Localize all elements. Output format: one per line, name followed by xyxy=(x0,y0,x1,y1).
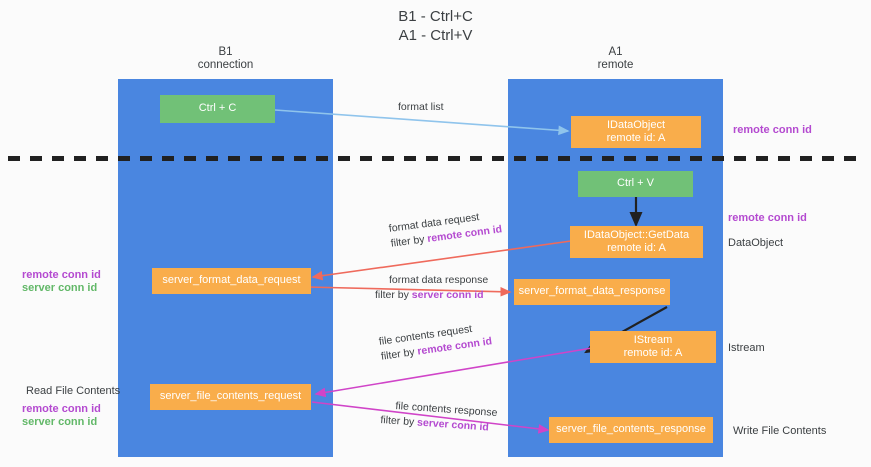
edge-label-format-list: format list xyxy=(398,100,444,115)
node-server-format-data-request-label: server_format_data_request xyxy=(162,274,301,287)
edge-label-file-contents-request: file contents request filter by remote c… xyxy=(378,319,493,364)
section-divider xyxy=(8,156,863,161)
node-getdata-line2: remote id: A xyxy=(607,242,666,254)
edge-label-format-data-response: format data response filter by server co… xyxy=(375,273,488,303)
node-server-format-data-request[interactable]: server_format_data_request xyxy=(152,268,311,294)
node-istream-line2: remote id: A xyxy=(623,347,683,359)
edge-label-format-data-response-line1: format data response xyxy=(389,274,489,286)
node-server-format-data-response[interactable]: server_format_data_response xyxy=(514,279,670,305)
annotation-right-dataobject: DataObject xyxy=(728,237,784,249)
node-idataobject-top[interactable]: IDataObject remote id: A xyxy=(571,116,701,148)
annotation-left-bottom-server-conn-id: server conn id xyxy=(22,416,98,428)
filter-prefix: filter by xyxy=(390,233,429,250)
node-getdata-line1: IDataObject::GetData xyxy=(583,228,690,241)
column-header-b1-title: B1 xyxy=(218,46,233,58)
annotation-left-bottom-remote-conn-id: remote conn id xyxy=(22,403,101,415)
node-server-file-contents-request-label: server_file_contents_request xyxy=(159,390,302,403)
filter-prefix: filter by xyxy=(380,345,419,363)
filter-key-server-conn-id: server conn id xyxy=(411,289,484,301)
node-ctrl-c-label: Ctrl + C xyxy=(198,102,237,115)
annotation-left-server-conn-id: server conn id xyxy=(22,282,98,294)
node-server-file-contents-response[interactable]: server_file_contents_response xyxy=(549,417,713,443)
edge-label-format-data-request: format data request filter by remote con… xyxy=(388,207,503,251)
column-header-a1-subtitle: remote xyxy=(597,59,634,71)
annotation-left-remote-conn-id: remote conn id xyxy=(22,269,101,281)
filter-prefix: filter by xyxy=(375,289,412,301)
edge-label-format-list-text: format list xyxy=(398,101,444,113)
annotation-left-read-file-contents: Read File Contents xyxy=(26,385,121,397)
filter-key-server-conn-id: server conn id xyxy=(416,416,490,434)
node-istream-line1: IStream xyxy=(633,333,673,346)
column-header-b1: B1 connection xyxy=(118,46,333,72)
column-header-b1-subtitle: connection xyxy=(197,59,254,71)
diagram-title: B1 - Ctrl+C A1 - Ctrl+V xyxy=(0,7,871,45)
annotation-right-remote-conn-id-top: remote conn id xyxy=(733,124,812,136)
annotation-right-istream: Istream xyxy=(728,342,765,354)
column-header-a1-title: A1 xyxy=(608,46,623,58)
filter-prefix: filter by xyxy=(380,413,418,429)
title-line-1: B1 - Ctrl+C xyxy=(398,8,473,25)
edge-label-format-data-response-line2: filter by server conn id xyxy=(375,288,488,303)
node-server-file-contents-request[interactable]: server_file_contents_request xyxy=(150,384,311,410)
node-ctrl-c[interactable]: Ctrl + C xyxy=(160,95,275,123)
node-idataobject-top-line2: remote id: A xyxy=(606,132,666,144)
node-server-file-contents-response-label: server_file_contents_response xyxy=(556,423,706,436)
column-header-a1: A1 remote xyxy=(508,46,723,72)
node-istream[interactable]: IStream remote id: A xyxy=(590,331,716,363)
node-idataobject-top-line1: IDataObject xyxy=(606,118,666,131)
node-ctrl-v[interactable]: Ctrl + V xyxy=(578,171,693,197)
title-line-2: A1 - Ctrl+V xyxy=(398,27,473,44)
node-ctrl-v-label: Ctrl + V xyxy=(617,177,654,190)
annotation-right-write-file-contents: Write File Contents xyxy=(733,425,827,437)
node-server-format-data-response-label: server_format_data_response xyxy=(518,285,666,298)
node-getdata[interactable]: IDataObject::GetData remote id: A xyxy=(570,226,703,258)
edge-label-file-contents-response: file contents response filter by server … xyxy=(380,398,498,436)
annotation-right-remote-conn-id-mid: remote conn id xyxy=(728,212,807,224)
